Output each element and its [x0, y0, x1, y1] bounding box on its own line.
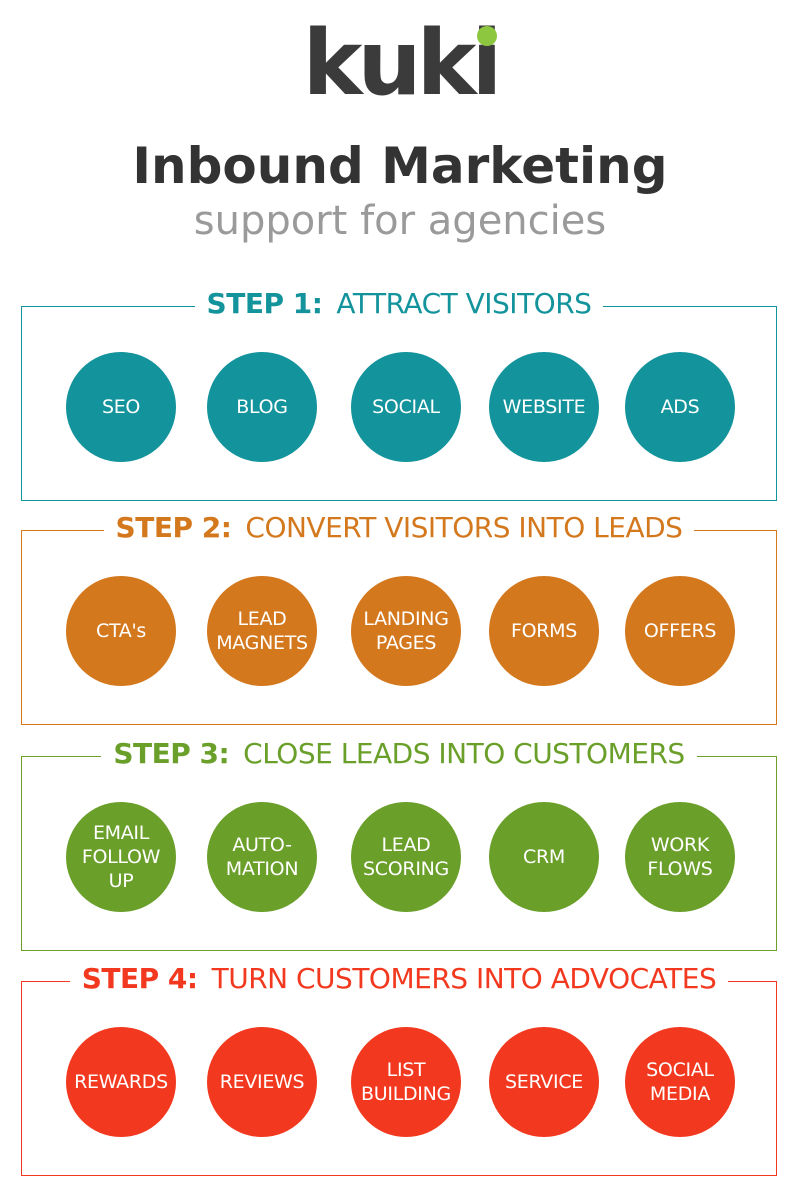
circle-social: SOCIAL	[351, 352, 461, 462]
step-4-panel: STEP 4: TURN CUSTOMERS INTO ADVOCATES REW…	[21, 959, 777, 1176]
circle-lead-scoring: LEAD SCORING	[351, 802, 461, 912]
step-title: CONVERT VISITORS INTO LEADS	[245, 511, 683, 544]
step-label: STEP 2:	[115, 511, 232, 544]
step-title: ATTRACT VISITORS	[336, 287, 592, 320]
circle-rewards: REWARDS	[66, 1027, 176, 1137]
step-1-panel: STEP 1: ATTRACT VISITORS SEO BLOG SOCIAL …	[21, 284, 777, 501]
step-circles: SEO BLOG SOCIAL WEBSITE ADS	[22, 352, 776, 462]
circle-service: SERVICE	[489, 1027, 599, 1137]
circle-ads: ADS	[625, 352, 735, 462]
circle-blog: BLOG	[207, 352, 317, 462]
step-label: STEP 4:	[81, 962, 198, 995]
logo-dot	[477, 26, 498, 46]
circle-reviews: REVIEWS	[207, 1027, 317, 1137]
circle-crm: CRM	[489, 802, 599, 912]
logo-text: kuki	[302, 11, 503, 116]
circle-email-follow-up: EMAIL FOLLOW UP	[66, 802, 176, 912]
step-label: STEP 1:	[206, 287, 323, 320]
step-title: TURN CUSTOMERS INTO ADVOCATES	[211, 962, 717, 995]
kuki-logo: kuki	[0, 18, 800, 110]
circle-list-building: LIST BUILDING	[351, 1027, 461, 1137]
logo-wordmark: kuki	[303, 18, 503, 110]
circle-offers: OFFERS	[625, 576, 735, 686]
step-label: STEP 3:	[113, 737, 230, 770]
circle-work-flows: WORK FLOWS	[625, 802, 735, 912]
circle-seo: SEO	[66, 352, 176, 462]
circle-lead-magnets: LEAD MAGNETS	[207, 576, 317, 686]
circle-automation: AUTO- MATION	[207, 802, 317, 912]
step-circles: CTA's LEAD MAGNETS LANDING PAGES FORMS O…	[22, 576, 776, 686]
step-circles: EMAIL FOLLOW UP AUTO- MATION LEAD SCORIN…	[22, 802, 776, 912]
step-circles: REWARDS REVIEWS LIST BUILDING SERVICE SO…	[22, 1027, 776, 1137]
step-heading: STEP 2: CONVERT VISITORS INTO LEADS	[103, 508, 695, 548]
circle-landing-pages: LANDING PAGES	[351, 576, 461, 686]
step-heading: STEP 3: CLOSE LEADS INTO CUSTOMERS	[101, 734, 697, 774]
circle-forms: FORMS	[489, 576, 599, 686]
step-3-panel: STEP 3: CLOSE LEADS INTO CUSTOMERS EMAIL …	[21, 734, 777, 951]
step-heading: STEP 4: TURN CUSTOMERS INTO ADVOCATES	[69, 959, 729, 999]
circle-ctas: CTA's	[66, 576, 176, 686]
circle-social-media: SOCIAL MEDIA	[625, 1027, 735, 1137]
step-title: CLOSE LEADS INTO CUSTOMERS	[243, 737, 685, 770]
step-2-panel: STEP 2: CONVERT VISITORS INTO LEADS CTA's…	[21, 508, 777, 725]
circle-website: WEBSITE	[489, 352, 599, 462]
page-title: Inbound Marketing	[132, 137, 668, 195]
page-subtitle: support for agencies	[193, 198, 607, 244]
step-heading: STEP 1: ATTRACT VISITORS	[194, 284, 604, 324]
